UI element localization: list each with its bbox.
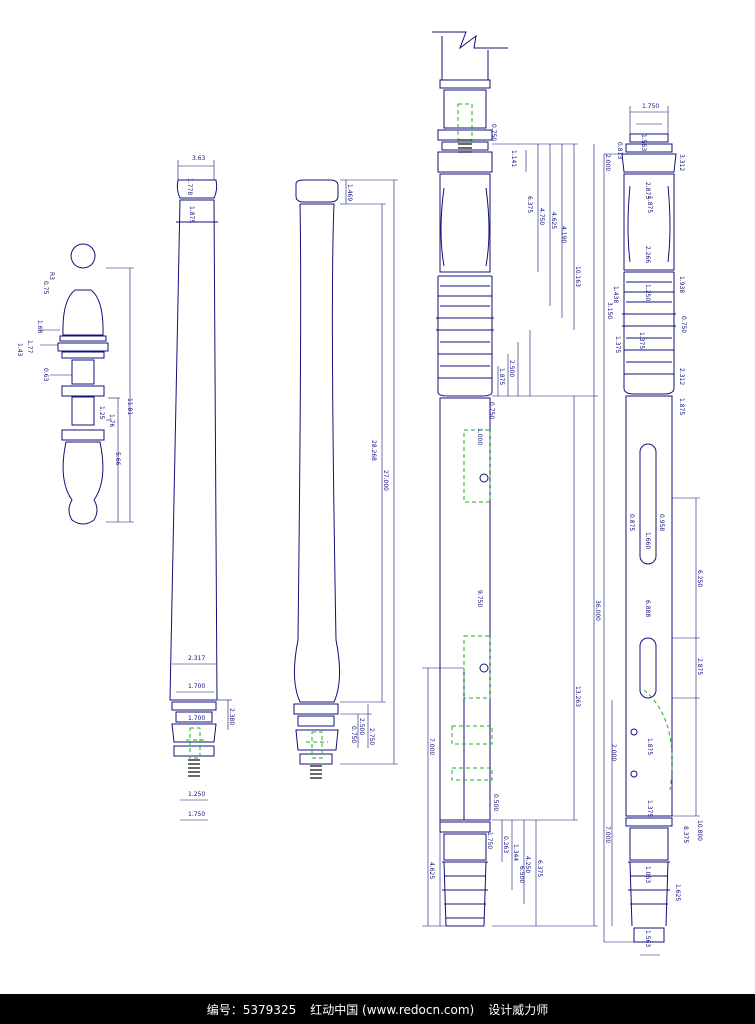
p5-dim-21: 6.888 [644, 600, 651, 617]
watermark-footer: 编号：5379325 红动中国 (www.redocn.com) 设计威力师 [0, 994, 755, 1024]
p3-dim-1: 27.000 [382, 470, 389, 491]
p1-dim-1: 0.75 [42, 281, 49, 295]
technical-drawing: R3 0.75 1.68 1.43 1.77 0.63 1.25 1.76 5.… [16, 31, 703, 956]
p3-dim-0: 1.469 [346, 184, 353, 201]
p5-dim-3: 2.000 [604, 154, 611, 171]
p5-dim-12: 2.312 [678, 368, 685, 385]
p5-dim-16: 1.875 [678, 398, 685, 415]
p4-dim-6: 10.163 [574, 266, 581, 287]
p2-dim-4: 1.700 [188, 683, 205, 690]
p5-dim-28: 1.375 [646, 800, 653, 817]
p5-dim-18: 1.660 [644, 532, 651, 549]
p4-dim-0: 0.750 [490, 124, 497, 141]
p4-dim-7: 1.875 [498, 368, 505, 385]
p1-dim-4: 1.77 [26, 340, 33, 354]
p1-dim-9: 11.81 [126, 398, 133, 415]
p4-dim-3: 4.750 [538, 208, 545, 225]
p1-dim-3: 1.43 [16, 343, 23, 357]
p1-dim-8: 5.66 [114, 452, 121, 466]
p5-dim-24: 7.000 [604, 826, 611, 843]
p2-dim-6: 2.380 [228, 708, 235, 725]
p4-dim-16: 1.750 [486, 832, 493, 849]
p5-dim-8: 1.938 [678, 276, 685, 293]
p1-dim-7: 1.76 [108, 414, 115, 428]
p5-dim-4: 0.813 [616, 142, 623, 159]
p2-dim-0: 3.63 [192, 155, 206, 162]
p4-dim-4: 4.625 [550, 212, 557, 229]
p1-dim-6: 1.25 [98, 406, 105, 420]
p5-dim-31: 1.563 [644, 930, 651, 947]
p5-dim-10: 1.438 [612, 286, 619, 303]
p5-dim-17: 0.958 [658, 514, 665, 531]
site-link[interactable]: 红动中国 (www.redocn.com) [310, 1002, 475, 1017]
p2-dim-5: 1.700 [188, 715, 205, 722]
p2-dim-8: 1.750 [188, 811, 205, 818]
p4-dim-1: 1.141 [510, 150, 517, 167]
p4-dim-2: 6.375 [526, 196, 533, 213]
p3-dim-5: 2.750 [368, 728, 375, 745]
p5-dim-13: 1.375 [638, 332, 645, 349]
p5-dim-9: 1.250 [644, 284, 651, 301]
finial-part: R3 0.75 1.68 1.43 1.77 0.63 1.25 1.76 5.… [16, 243, 134, 525]
p5-dim-7: 2.266 [644, 246, 651, 263]
p4-dim-19: 4.250 [524, 856, 531, 873]
p5-dim-29: 1.063 [644, 866, 651, 883]
p5-dim-0: 1.750 [642, 103, 659, 110]
p3-dim-3: 0.750 [350, 726, 357, 743]
column-spindle: 1.469 27.000 28.268 0.750 2.500 2.750 [293, 179, 398, 779]
p5-dim-2: 3.312 [678, 154, 685, 171]
p5-dim-20: 0.875 [628, 514, 635, 531]
p4-dim-5: 4.190 [560, 226, 567, 243]
p5-dim-27: 2.000 [610, 744, 617, 761]
author-name: 设计威力师 [488, 1002, 549, 1017]
p4-dim-17: 4.625 [428, 862, 435, 879]
p4-dim-14: 7.000 [428, 738, 435, 755]
p5-dim-26: 10.800 [696, 820, 703, 841]
p5-dim-5: 2.875 [644, 182, 651, 199]
p1-dim-0: R3 [48, 272, 55, 280]
p2-dim-1: 1.778 [186, 178, 193, 195]
p2-dim-7: 1.250 [188, 791, 205, 798]
p5-dim-11: 3.150 [606, 302, 613, 319]
p4-dim-8: 2.500 [508, 360, 515, 377]
p4-dim-22: 0.263 [502, 836, 509, 853]
p5-dim-14: 1.375 [614, 336, 621, 353]
p3-dim-2: 28.268 [370, 440, 377, 461]
image-id: 编号：5379325 [206, 1002, 297, 1017]
p3-dim-4: 2.500 [358, 718, 365, 735]
p5-dim-23: 1.875 [646, 738, 653, 755]
p5-dim-30: 1.625 [674, 884, 681, 901]
p5-dim-22: 2.875 [696, 658, 703, 675]
p4-dim-12: 13.263 [574, 686, 581, 707]
p5-dim-15: 0.750 [680, 316, 687, 333]
p1-dim-2: 1.68 [36, 320, 43, 334]
p4-dim-15: 0.500 [492, 794, 499, 811]
p4-dim-18: 6.375 [536, 860, 543, 877]
p5-dim-1: 1.563 [640, 134, 647, 151]
p4-dim-11: 9.750 [476, 590, 483, 607]
p4-dim-9: 0.750 [488, 402, 495, 419]
p4-dim-13: 36.000 [594, 600, 601, 621]
p5-dim-6: 1.875 [646, 196, 653, 213]
p2-dim-2: 1.875 [188, 206, 195, 223]
p4-dim-20: 1.344 [512, 844, 519, 861]
p4-dim-10: 1.000 [476, 428, 483, 445]
side-elevation: 1.750 1.563 3.312 2.000 0.813 2.875 1.87… [603, 103, 703, 956]
p5-dim-25: 8.375 [682, 826, 689, 843]
p2-dim-3: 2.317 [188, 655, 205, 662]
p5-dim-19: 6.250 [696, 570, 703, 587]
p1-dim-5: 0.63 [42, 368, 49, 382]
tapered-spindle: 3.63 1.778 1.875 2.317 1.700 1.700 2.380… [169, 155, 235, 821]
p4-dim-21: 6.500 [518, 866, 525, 883]
newel-post: 0.750 1.141 6.375 4.750 4.625 4.190 10.1… [422, 31, 601, 927]
